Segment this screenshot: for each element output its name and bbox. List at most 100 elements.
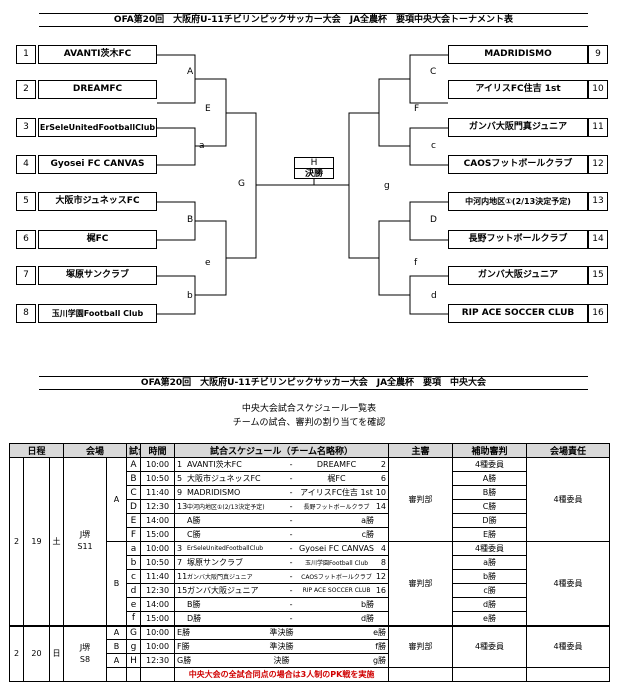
game-time: 15:00 — [140, 527, 176, 542]
home-team: A勝 — [187, 516, 201, 525]
date-day: 19 — [23, 457, 50, 626]
bracket-label: d — [431, 291, 437, 301]
date-month: 2 — [9, 624, 24, 682]
bracket-label: c — [431, 141, 436, 151]
team-number: 3 — [16, 118, 36, 137]
header-venue: 会場 — [62, 443, 128, 458]
venue-name: J堺 S11 — [63, 457, 107, 626]
final-text: 決勝 — [295, 168, 333, 179]
assistant-cell: 4種委員 — [452, 457, 528, 472]
game-time: 10:00 — [140, 639, 176, 654]
team-number: 9 — [588, 45, 608, 64]
team-slot: 塚原サンクラブ — [38, 266, 157, 285]
team-slot: AVANTI茨木FC — [38, 45, 157, 64]
home-team: D勝 — [187, 613, 202, 623]
game-time: 11:40 — [140, 485, 176, 500]
team-number: 9 — [177, 488, 183, 497]
table-row: e 14:00 B勝-b勝 d勝 — [10, 597, 610, 612]
team-slot: 中河内地区①(2/13決定予定) — [448, 192, 588, 211]
team-number: 4 — [380, 544, 387, 553]
referee-cell: 審判部 — [388, 457, 454, 542]
home-team: 大阪市ジュネッスFC — [187, 474, 261, 483]
vs-dash: - — [289, 544, 293, 553]
responsible-cell: 4種委員 — [526, 541, 611, 626]
bracket-label: A — [187, 67, 194, 77]
away-team: g勝 — [372, 656, 387, 665]
game-time: 10:00 — [140, 624, 176, 640]
date-weekday: 土 — [49, 457, 64, 626]
team-number: 2 — [380, 460, 387, 469]
away-team: b勝 — [360, 600, 375, 609]
date-day: 20 — [23, 624, 50, 682]
vs-dash: - — [289, 516, 293, 525]
team-slot: CAOSフットボールクラブ — [448, 155, 588, 174]
vs-dash: - — [289, 502, 293, 511]
game-id: a — [126, 541, 142, 556]
assistant-cell: C勝 — [452, 499, 528, 514]
court-label: A — [105, 624, 128, 640]
away-team: 玉川学園Football Club — [304, 560, 369, 567]
bracket-label: g — [384, 181, 390, 191]
table-row: 中央大会の全試合同点の場合は3人制のPK戦を実施 — [10, 667, 611, 682]
team-number: 16 — [588, 304, 608, 323]
vs-dash: - — [289, 572, 293, 581]
vs-dash: - — [289, 586, 293, 595]
vs-dash: - — [289, 558, 293, 567]
home-team: ガンバ大阪ジュニア — [187, 586, 259, 595]
pk-note: 中央大会の全試合同点の場合は3人制のPK戦を実施 — [174, 667, 390, 682]
game-id: g — [126, 639, 142, 654]
bracket-label: f — [414, 258, 418, 268]
home-team: MADRIDISMO — [187, 488, 241, 497]
schedule-note-subtitle: チームの試合、審判の割り当てを確認 — [232, 418, 386, 428]
home-team: 塚原サンクラブ — [187, 558, 244, 567]
away-team: f勝 — [375, 642, 387, 651]
game-id: F — [126, 527, 142, 542]
date-weekday: 日 — [49, 624, 64, 682]
game-time: 10:00 — [140, 457, 176, 472]
game-cell: D勝-d勝 — [174, 611, 390, 626]
away-team: アイリスFC住吉 1st — [300, 488, 373, 497]
assistant-cell: D勝 — [452, 513, 528, 528]
team-number: 11 — [177, 572, 188, 581]
bracket-title: OFA第20回 大阪府U-11チビリンピックサッカー大会 JA全農杯 要項中央大… — [39, 13, 588, 27]
game-time: 15:00 — [140, 611, 176, 626]
referee-cell: 審判部 — [388, 624, 454, 668]
court-label: A — [105, 457, 128, 542]
team-number: 6 — [16, 230, 36, 249]
game-cell: B勝-b勝 — [174, 597, 390, 612]
responsible-cell: 4種委員 — [526, 457, 611, 542]
assistant-cell: A勝 — [452, 471, 528, 486]
court-label: A — [105, 653, 128, 668]
round-label: 準決勝 — [269, 642, 294, 651]
round-label: 決勝 — [273, 656, 290, 665]
header-date: 日程 — [9, 443, 64, 458]
game-time: 12:30 — [140, 583, 176, 598]
empty-cell — [105, 667, 128, 682]
responsible-cell: 4種委員 — [526, 624, 611, 668]
header-responsible: 会場責任 — [526, 443, 611, 458]
team-number: 7 — [16, 266, 36, 285]
game-id: b — [126, 555, 142, 570]
away-team: 長野フットボールクラブ — [303, 504, 370, 511]
schedule-title: OFA第20回 大阪府U-11チビリンピックサッカー大会 JA全農杯 要項 中央… — [39, 376, 588, 390]
vs-dash: - — [289, 613, 293, 623]
empty-cell — [140, 667, 176, 682]
court-label: B — [105, 639, 128, 654]
game-time: 10:50 — [140, 471, 176, 486]
game-time: 10:00 — [140, 541, 176, 556]
away-team: 梶FC — [327, 474, 346, 483]
game-id: G — [126, 624, 142, 640]
team-slot: ガンバ大阪門真ジュニア — [448, 118, 588, 137]
table-header-row: 日程 会場 試合番号 時間 試合スケジュール（チーム名略称） 主審 補助審判 会… — [9, 443, 611, 458]
team-number: 16 — [375, 586, 387, 595]
home-team: E勝 — [177, 628, 191, 638]
bracket-label: F — [414, 104, 420, 114]
game-id: e — [126, 597, 142, 612]
team-number: 13 — [588, 192, 608, 211]
